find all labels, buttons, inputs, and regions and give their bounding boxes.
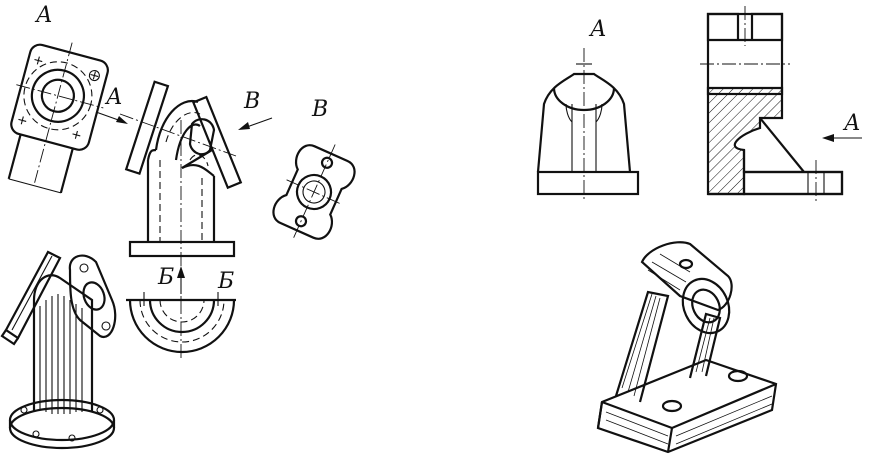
bracket-section — [700, 6, 844, 202]
view-v-flange — [272, 144, 356, 240]
arrow-b-label-2: Б — [217, 269, 234, 294]
arrow-v-label: В — [243, 89, 260, 114]
arrow-a-right — [822, 134, 862, 142]
arrow-v — [238, 117, 273, 130]
elbow-front-view — [119, 80, 243, 300]
arrow-b — [177, 266, 185, 294]
section-b-b — [126, 292, 236, 360]
bracket-view-a — [536, 48, 640, 200]
arrow-a-left — [95, 111, 128, 124]
elbow-isometric — [0, 250, 117, 450]
view-a-flange — [7, 42, 109, 194]
bracket-isometric — [596, 241, 778, 454]
arrow-a-label-left: А — [104, 85, 123, 110]
view-v-label: В — [311, 97, 328, 122]
bracket-view-a-label: А — [588, 17, 607, 42]
arrow-a-label-right: А — [842, 111, 861, 136]
view-a-label-left: А — [34, 3, 53, 28]
arrow-b-label-1: Б — [157, 265, 174, 290]
